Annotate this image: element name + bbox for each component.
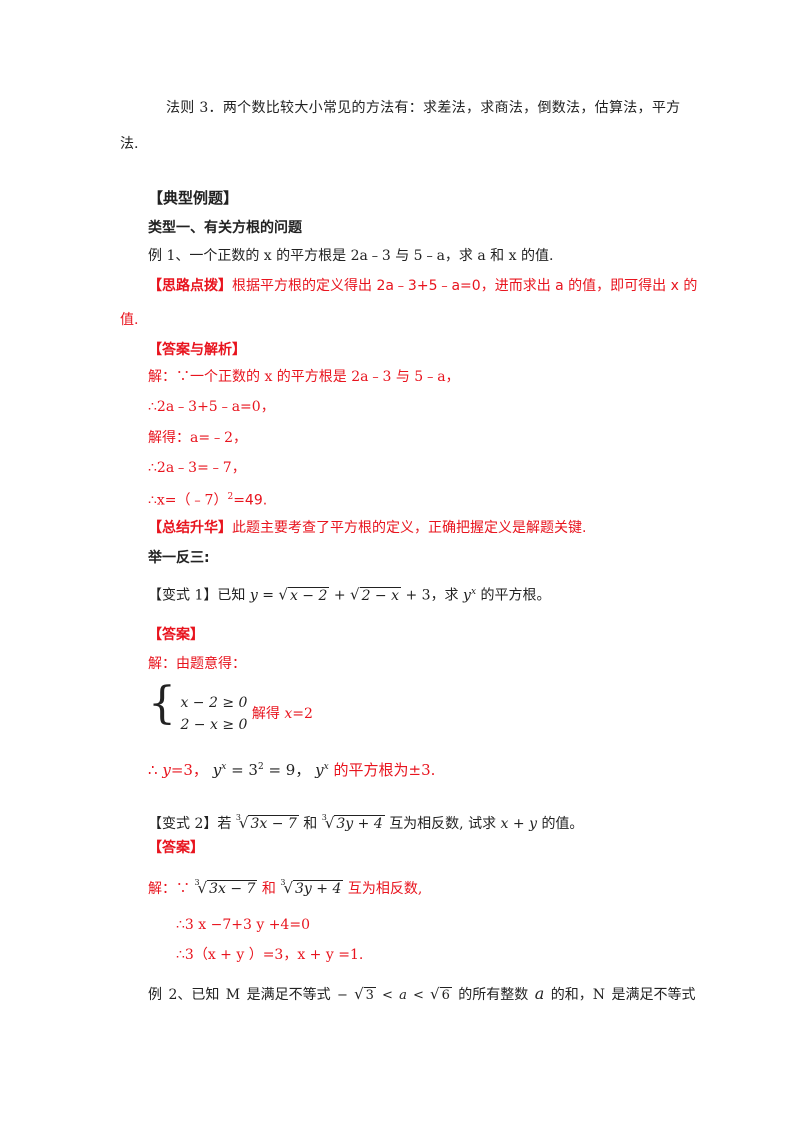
rule3-line1: 法则 3．两个数比较大小常见的方法有：求差法，求商法，倒数法，估算法，平方 bbox=[166, 100, 681, 116]
answer-label: 【答案与解析】 bbox=[148, 342, 246, 358]
variant2-answer-label: 【答案】 bbox=[148, 840, 204, 856]
solution-line-4: ∴2a﹣3=﹣7， bbox=[148, 460, 246, 476]
variant1-solution-1: 解：由题意得： bbox=[148, 656, 246, 672]
practice-title: 举一反三: bbox=[148, 550, 210, 566]
radical-x-minus-2: x − 2 bbox=[287, 586, 330, 604]
rule3-line2: 法. bbox=[120, 136, 139, 152]
example2-question: 例 2、已知 M 是满足不等式 − √3 < a < √6 的所有整数 a 的和… bbox=[148, 984, 696, 1003]
solution-line-3: 解得：a=﹣2， bbox=[148, 430, 247, 446]
example1-hint: 【思路点拨】根据平方根的定义得出 2a﹣3+5﹣a=0，进而求出 a 的值，即可… bbox=[148, 276, 697, 296]
variant1-answer-label: 【答案】 bbox=[148, 627, 204, 643]
hint-label: 【思路点拨】 bbox=[148, 278, 232, 294]
summary: 【总结升华】此题主要考查了平方根的定义，正确把握定义是解题关键. bbox=[148, 518, 586, 538]
variant1-question: 【变式 1】已知 y = √x − 2 + √2 − x + 3，求 yx 的平… bbox=[148, 585, 551, 604]
solution-line-1: 解：∵一个正数的 x 的平方根是 2a﹣3 与 5﹣a， bbox=[148, 369, 460, 385]
solution-line-5: ∴x=（﹣7）2=49. bbox=[148, 492, 268, 509]
section-title: 【典型例题】 bbox=[148, 189, 239, 207]
hint-text: 根据平方根的定义得出 2a﹣3+5﹣a=0，进而求出 a 的值，即可得出 x 的 bbox=[232, 278, 698, 294]
variant2-solution-2: ∴3 x −7+3 y +4=0 bbox=[176, 917, 310, 933]
inequality-system: x − 2 ≥ 0 2 − x ≥ 0 bbox=[180, 695, 248, 733]
type1-title: 类型一、有关方根的问题 bbox=[148, 220, 302, 236]
variant2-solution-3: ∴3（x + y ）=3，x + y =1. bbox=[176, 947, 364, 963]
left-brace: { bbox=[148, 678, 176, 729]
radical-2-minus-x: 2 − x bbox=[359, 586, 402, 604]
variant1-system: { x − 2 ≥ 0 2 − x ≥ 0 解得 x=2 bbox=[148, 682, 313, 734]
summary-label: 【总结升华】 bbox=[148, 520, 232, 536]
summary-text: 此题主要考查了平方根的定义，正确把握定义是解题关键. bbox=[232, 520, 587, 536]
hint-text-cont: 值. bbox=[120, 312, 139, 328]
variant1-result: ∴ y=3， yx = 32 = 9， yx 的平方根为±3. bbox=[148, 761, 436, 779]
variant2-solution-1: 解：∵ 3√3x − 7 和 3√3y + 4 互为相反数, bbox=[148, 878, 423, 897]
variant2-question: 【变式 2】若 3√3x − 7 和 3√3y + 4 互为相反数, 试求 x … bbox=[148, 813, 584, 832]
example1-question: 例 1、一个正数的 x 的平方根是 2a﹣3 与 5﹣a，求 a 和 x 的值. bbox=[148, 248, 554, 264]
solution-line-2: ∴2a﹣3+5﹣a=0， bbox=[148, 399, 275, 415]
